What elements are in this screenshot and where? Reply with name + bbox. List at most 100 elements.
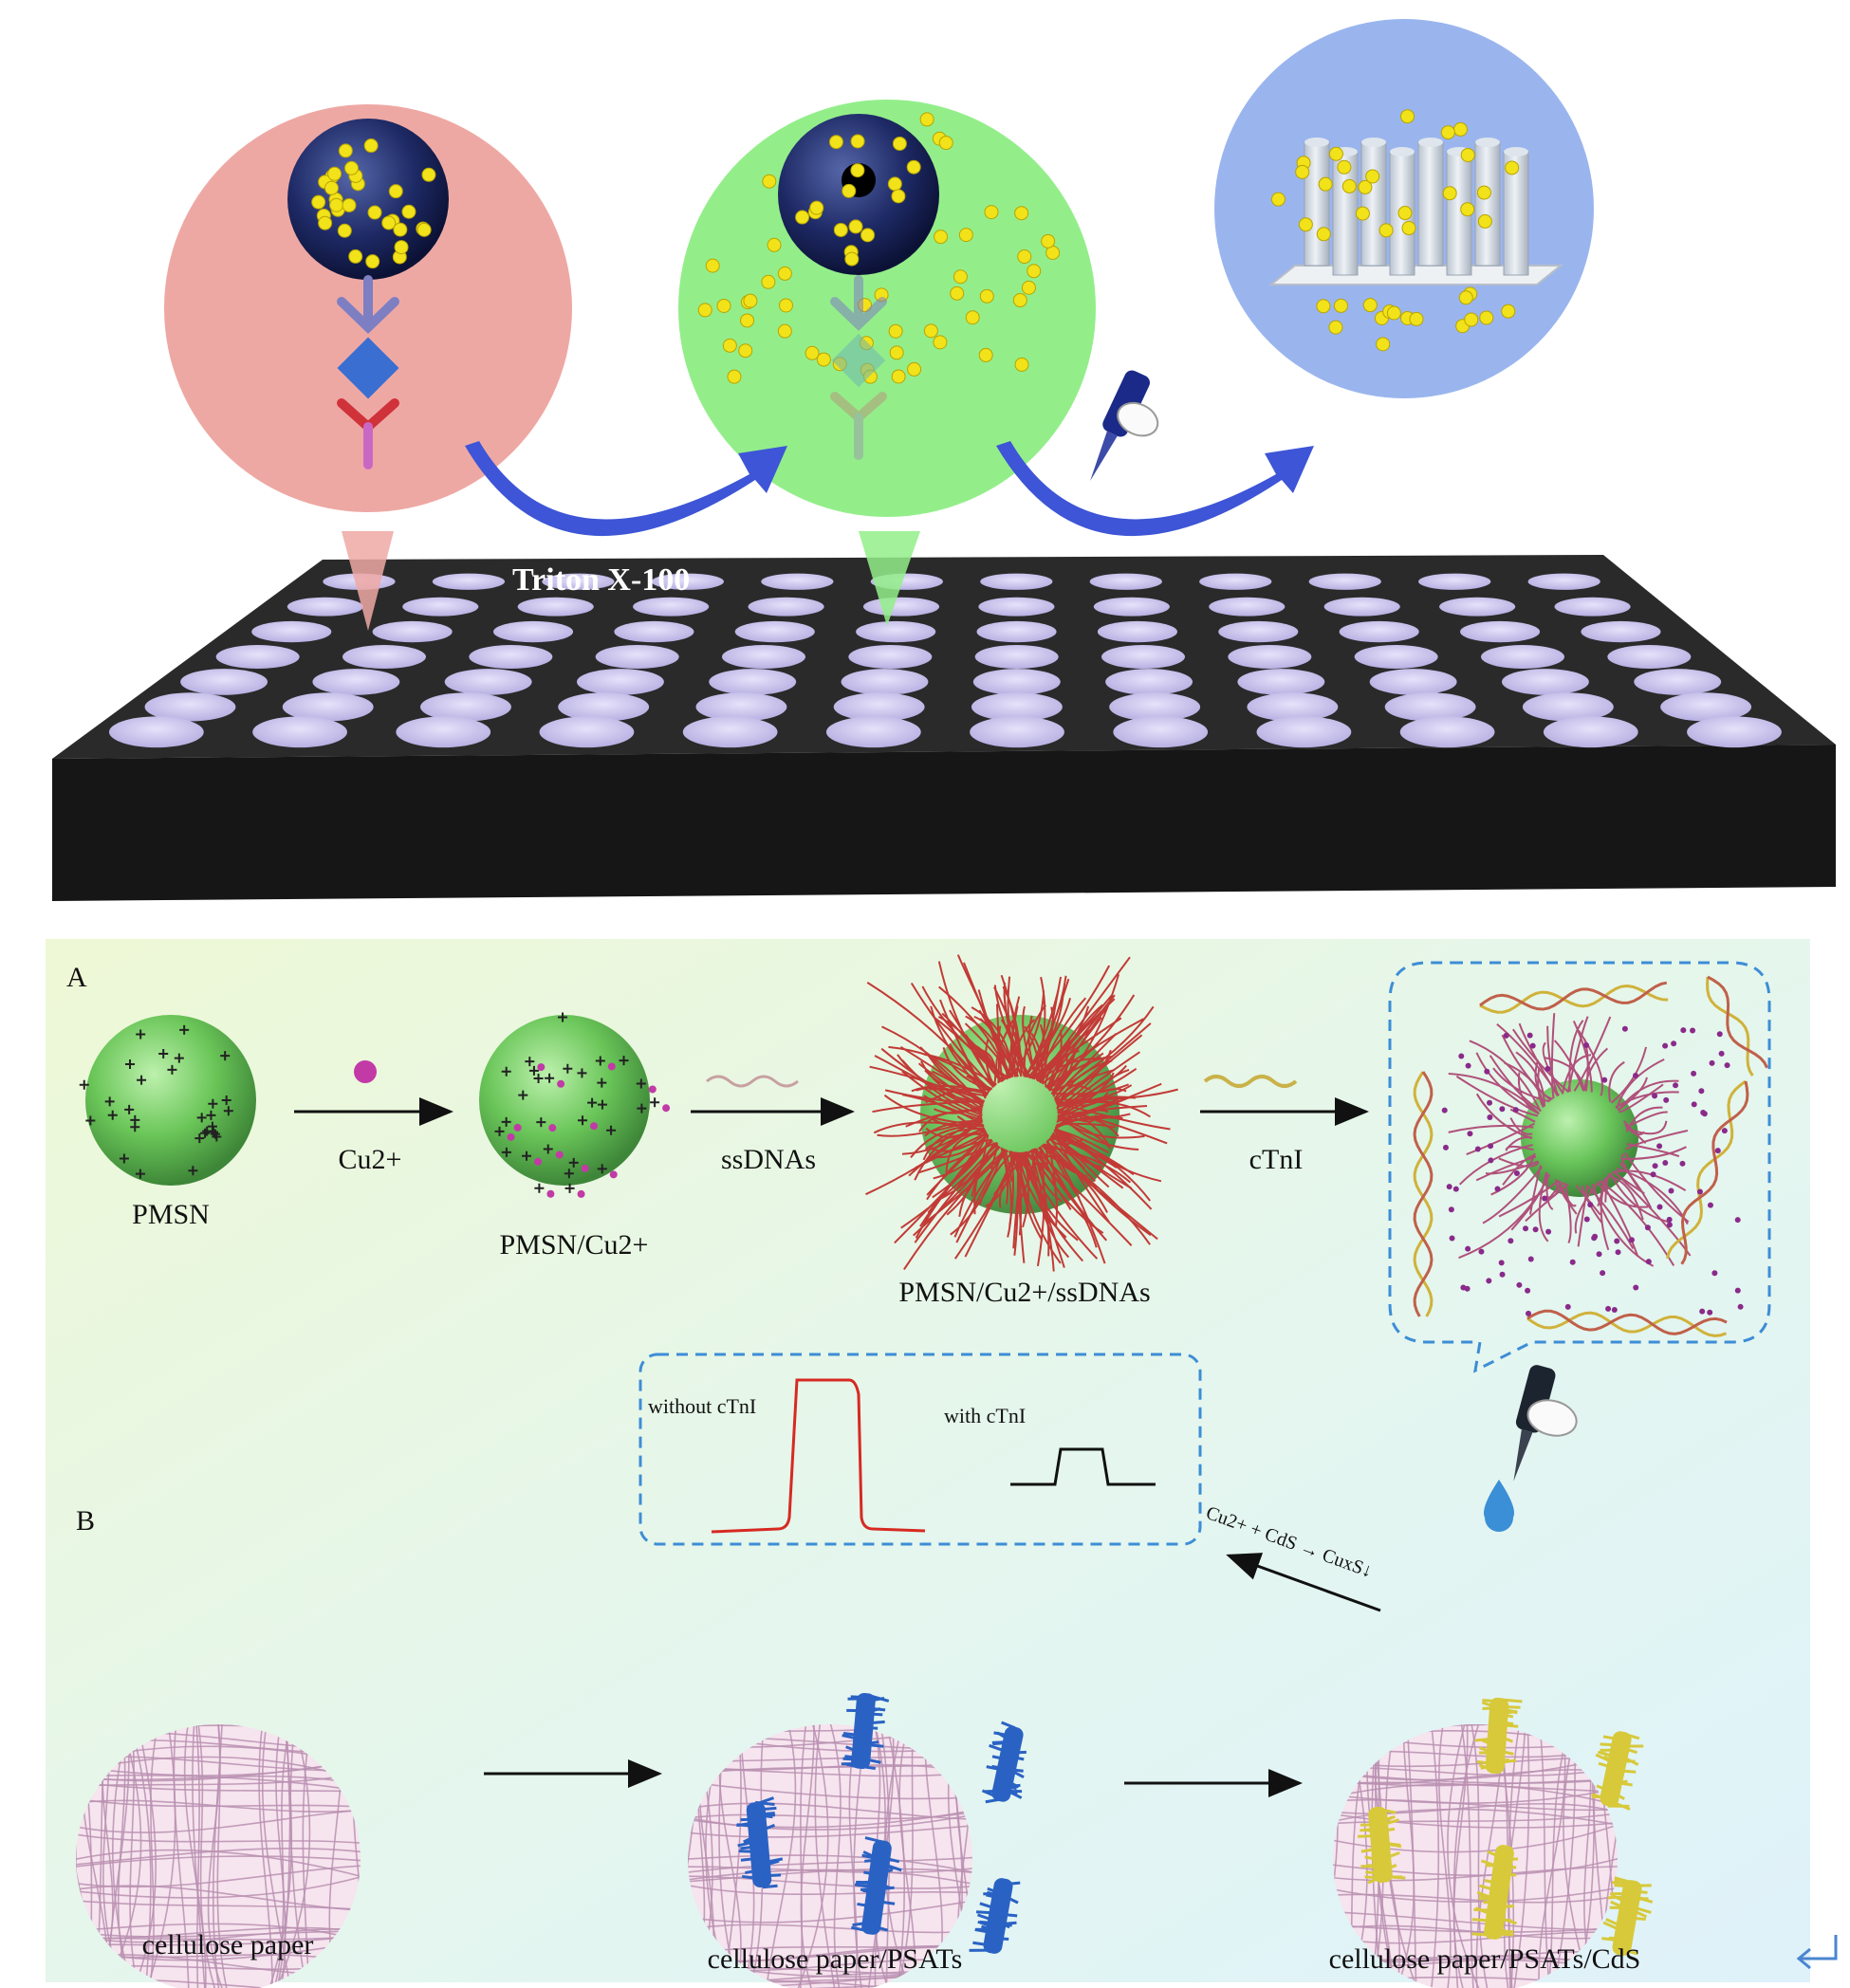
top-panel: Triton X-100: [52, 19, 1836, 901]
cu-ion: [1494, 1186, 1501, 1192]
ctni-strand-icon: [1203, 1075, 1298, 1088]
psat-spike: [1494, 1918, 1512, 1923]
cu-ion: [1679, 1160, 1686, 1167]
cu-ion: [1512, 1107, 1519, 1114]
cu-ion: [1698, 1088, 1705, 1095]
plate-well: [734, 620, 815, 643]
psat-spike: [1630, 1897, 1649, 1902]
psat-spike: [845, 1745, 862, 1755]
psat-spike: [1360, 1827, 1379, 1832]
dna-strand: [1577, 1185, 1589, 1247]
dna-strand: [1051, 1133, 1118, 1169]
cu-ion: [648, 1085, 657, 1094]
psat-spike: [1495, 1758, 1509, 1762]
dna-strand: [1012, 1151, 1026, 1249]
dna-strand: [1043, 1143, 1086, 1169]
cu-ion: [1621, 1025, 1628, 1032]
psat-spike: [1620, 1947, 1638, 1956]
psat-spike: [760, 1857, 784, 1865]
dna-strand: [945, 1131, 987, 1173]
psat-spike: [1492, 1932, 1514, 1937]
psat-rod: [1471, 1845, 1519, 1940]
arrow-reaction: [1226, 1553, 1381, 1612]
psat-spike: [879, 1861, 902, 1872]
nanoparticle: [1477, 213, 1492, 229]
dna-strand: [933, 1132, 989, 1180]
cu-ion: [1737, 1303, 1744, 1310]
psat-spike: [1596, 1784, 1612, 1794]
cu-ion: [1587, 1202, 1594, 1208]
charge-mark: [210, 1129, 220, 1139]
psat-spike: [1364, 1855, 1382, 1863]
plate-well: [1481, 645, 1564, 669]
plate-well: [108, 716, 204, 748]
cu-ion: [1633, 1284, 1639, 1291]
electrode-cylinder-top: [1304, 138, 1329, 147]
cu-ion: [1724, 1062, 1730, 1069]
psat-spike: [972, 1941, 993, 1947]
nanoparticle: [1440, 125, 1455, 140]
cu-ion: [534, 1157, 543, 1166]
dna-strand: [1036, 1146, 1045, 1267]
plate-well: [974, 645, 1059, 669]
dna-strand: [1568, 1020, 1584, 1093]
plate-well: [432, 573, 506, 590]
bubble-electrode-capture: [1214, 19, 1594, 398]
plate-well: [1339, 620, 1419, 643]
pmsn-particle: [79, 1015, 256, 1186]
plate-well: [1105, 669, 1193, 695]
psat-spike: [1377, 1807, 1397, 1814]
nanoparticle: [1021, 280, 1036, 295]
dna-strand: [941, 1012, 1002, 1083]
dna-strand: [1610, 1173, 1670, 1224]
cu-ion: [1523, 1225, 1529, 1232]
dna-strand: [1054, 1128, 1110, 1188]
psat-spike: [1001, 1721, 1016, 1730]
plate-well: [1543, 716, 1638, 748]
cu-ion: [1701, 1111, 1708, 1117]
cellulose-fibre: [192, 1724, 208, 1988]
electrode-cylinder-top: [1390, 147, 1415, 156]
nanoparticle: [1337, 159, 1352, 175]
psat-spike: [1498, 1712, 1514, 1719]
psat-spike: [1360, 1865, 1383, 1868]
plate-well: [709, 669, 797, 695]
dna-strand: [1056, 1122, 1116, 1129]
psat-spike: [1003, 1777, 1020, 1789]
charge-mark: [200, 1128, 211, 1138]
plate-well: [633, 597, 710, 617]
psat-spike: [863, 1725, 879, 1730]
plate-well: [180, 669, 268, 695]
cellulose-fibre: [76, 1795, 361, 1810]
charge-mark: [501, 1116, 511, 1127]
charge-mark: [188, 1166, 198, 1176]
nanoparticle: [1328, 320, 1343, 335]
reagent-label-triton: Triton X-100: [512, 562, 690, 598]
cu-ion: [1666, 1222, 1673, 1228]
dna-strand: [1538, 1171, 1549, 1242]
cu-ion: [581, 1164, 589, 1172]
cellulose-fibre: [1428, 1724, 1440, 1988]
charge-mark: [174, 1053, 184, 1063]
psat-spike: [1471, 1918, 1495, 1923]
cu-ion: [1591, 1235, 1598, 1242]
dna-strand: [1051, 1132, 1097, 1183]
dna-strand: [1056, 1049, 1112, 1109]
dna-strand: [1558, 1181, 1578, 1215]
nanoparticle: [965, 310, 980, 325]
cu-ion: [1583, 1216, 1590, 1223]
psat-spike: [860, 1757, 881, 1764]
cu-ion: [1458, 1053, 1465, 1059]
charge-mark: [619, 1056, 629, 1066]
nanoparticle: [795, 210, 810, 225]
cu-ion: [1542, 1195, 1548, 1202]
cu-ion: [1532, 1226, 1539, 1233]
nanoparticle: [716, 298, 731, 313]
dna-strand: [1529, 1165, 1542, 1215]
psat-spike: [857, 1902, 875, 1908]
dna-strand: [998, 1151, 1018, 1208]
cu-ion: [1611, 1307, 1618, 1314]
psat-spike: [1607, 1895, 1631, 1900]
dna-strand: [955, 1148, 1005, 1243]
cu-ion: [1583, 1042, 1590, 1049]
